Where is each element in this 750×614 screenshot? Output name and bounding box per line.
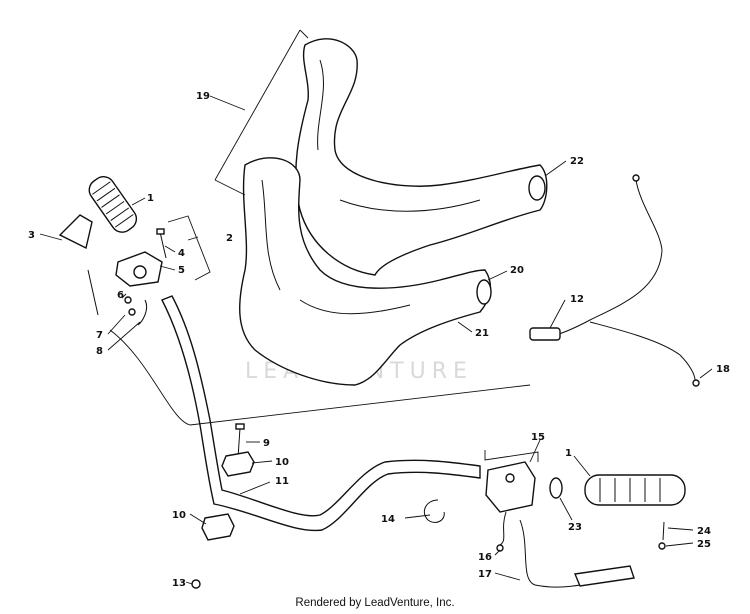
callout-8: 8	[96, 346, 103, 357]
callout-15: 15	[531, 432, 545, 443]
callout-20: 20	[510, 265, 524, 276]
leader-frames	[109, 29, 539, 462]
handlebar-part	[161, 295, 481, 532]
callout-22: 22	[570, 156, 584, 167]
callout-labels: 1 2 3 4 5 6 7 8 9 10 10 11 12 13 14 15 1…	[28, 91, 730, 589]
throttle-cable-part	[529, 174, 700, 387]
left-lever-bracket-part	[58, 214, 167, 326]
washer-part	[549, 477, 563, 499]
handlebar-pad-part	[239, 38, 548, 386]
clamp-bolt-part	[235, 423, 245, 459]
callout-21: 21	[475, 328, 489, 339]
callout-5: 5	[178, 265, 185, 276]
callout-leaders	[39, 95, 713, 585]
callout-10-lower: 10	[172, 510, 186, 521]
right-grip-part	[584, 474, 686, 550]
callout-14: 14	[381, 514, 395, 525]
callout-25: 25	[697, 539, 711, 550]
left-grip-part	[88, 176, 138, 233]
callout-23: 23	[568, 522, 582, 533]
callout-1-right-grip: 1	[565, 448, 572, 459]
callout-11: 11	[275, 476, 289, 487]
callout-10-upper: 10	[275, 457, 289, 468]
callout-17: 17	[478, 569, 492, 580]
callout-2: 2	[226, 233, 233, 244]
footer-credit: Rendered by LeadVenture, Inc.	[295, 597, 455, 609]
callout-19: 19	[196, 91, 210, 102]
callout-24: 24	[697, 526, 711, 537]
snap-ring-part	[423, 499, 445, 523]
callout-16: 16	[478, 552, 492, 563]
callout-6: 6	[117, 290, 124, 301]
callout-1-left-grip: 1	[147, 193, 154, 204]
upper-clamp-block-part	[221, 451, 255, 477]
callout-12: 12	[570, 294, 584, 305]
callout-9: 9	[263, 438, 270, 449]
callout-18: 18	[716, 364, 730, 375]
tether-switch-part	[496, 511, 635, 588]
lower-clamp-block-part	[201, 513, 235, 541]
switch-housing-part	[485, 461, 536, 513]
callout-4: 4	[178, 248, 185, 259]
callout-7: 7	[96, 330, 103, 341]
clamp-nut-part	[191, 579, 201, 589]
callout-13: 13	[172, 578, 186, 589]
callout-3: 3	[28, 230, 35, 241]
